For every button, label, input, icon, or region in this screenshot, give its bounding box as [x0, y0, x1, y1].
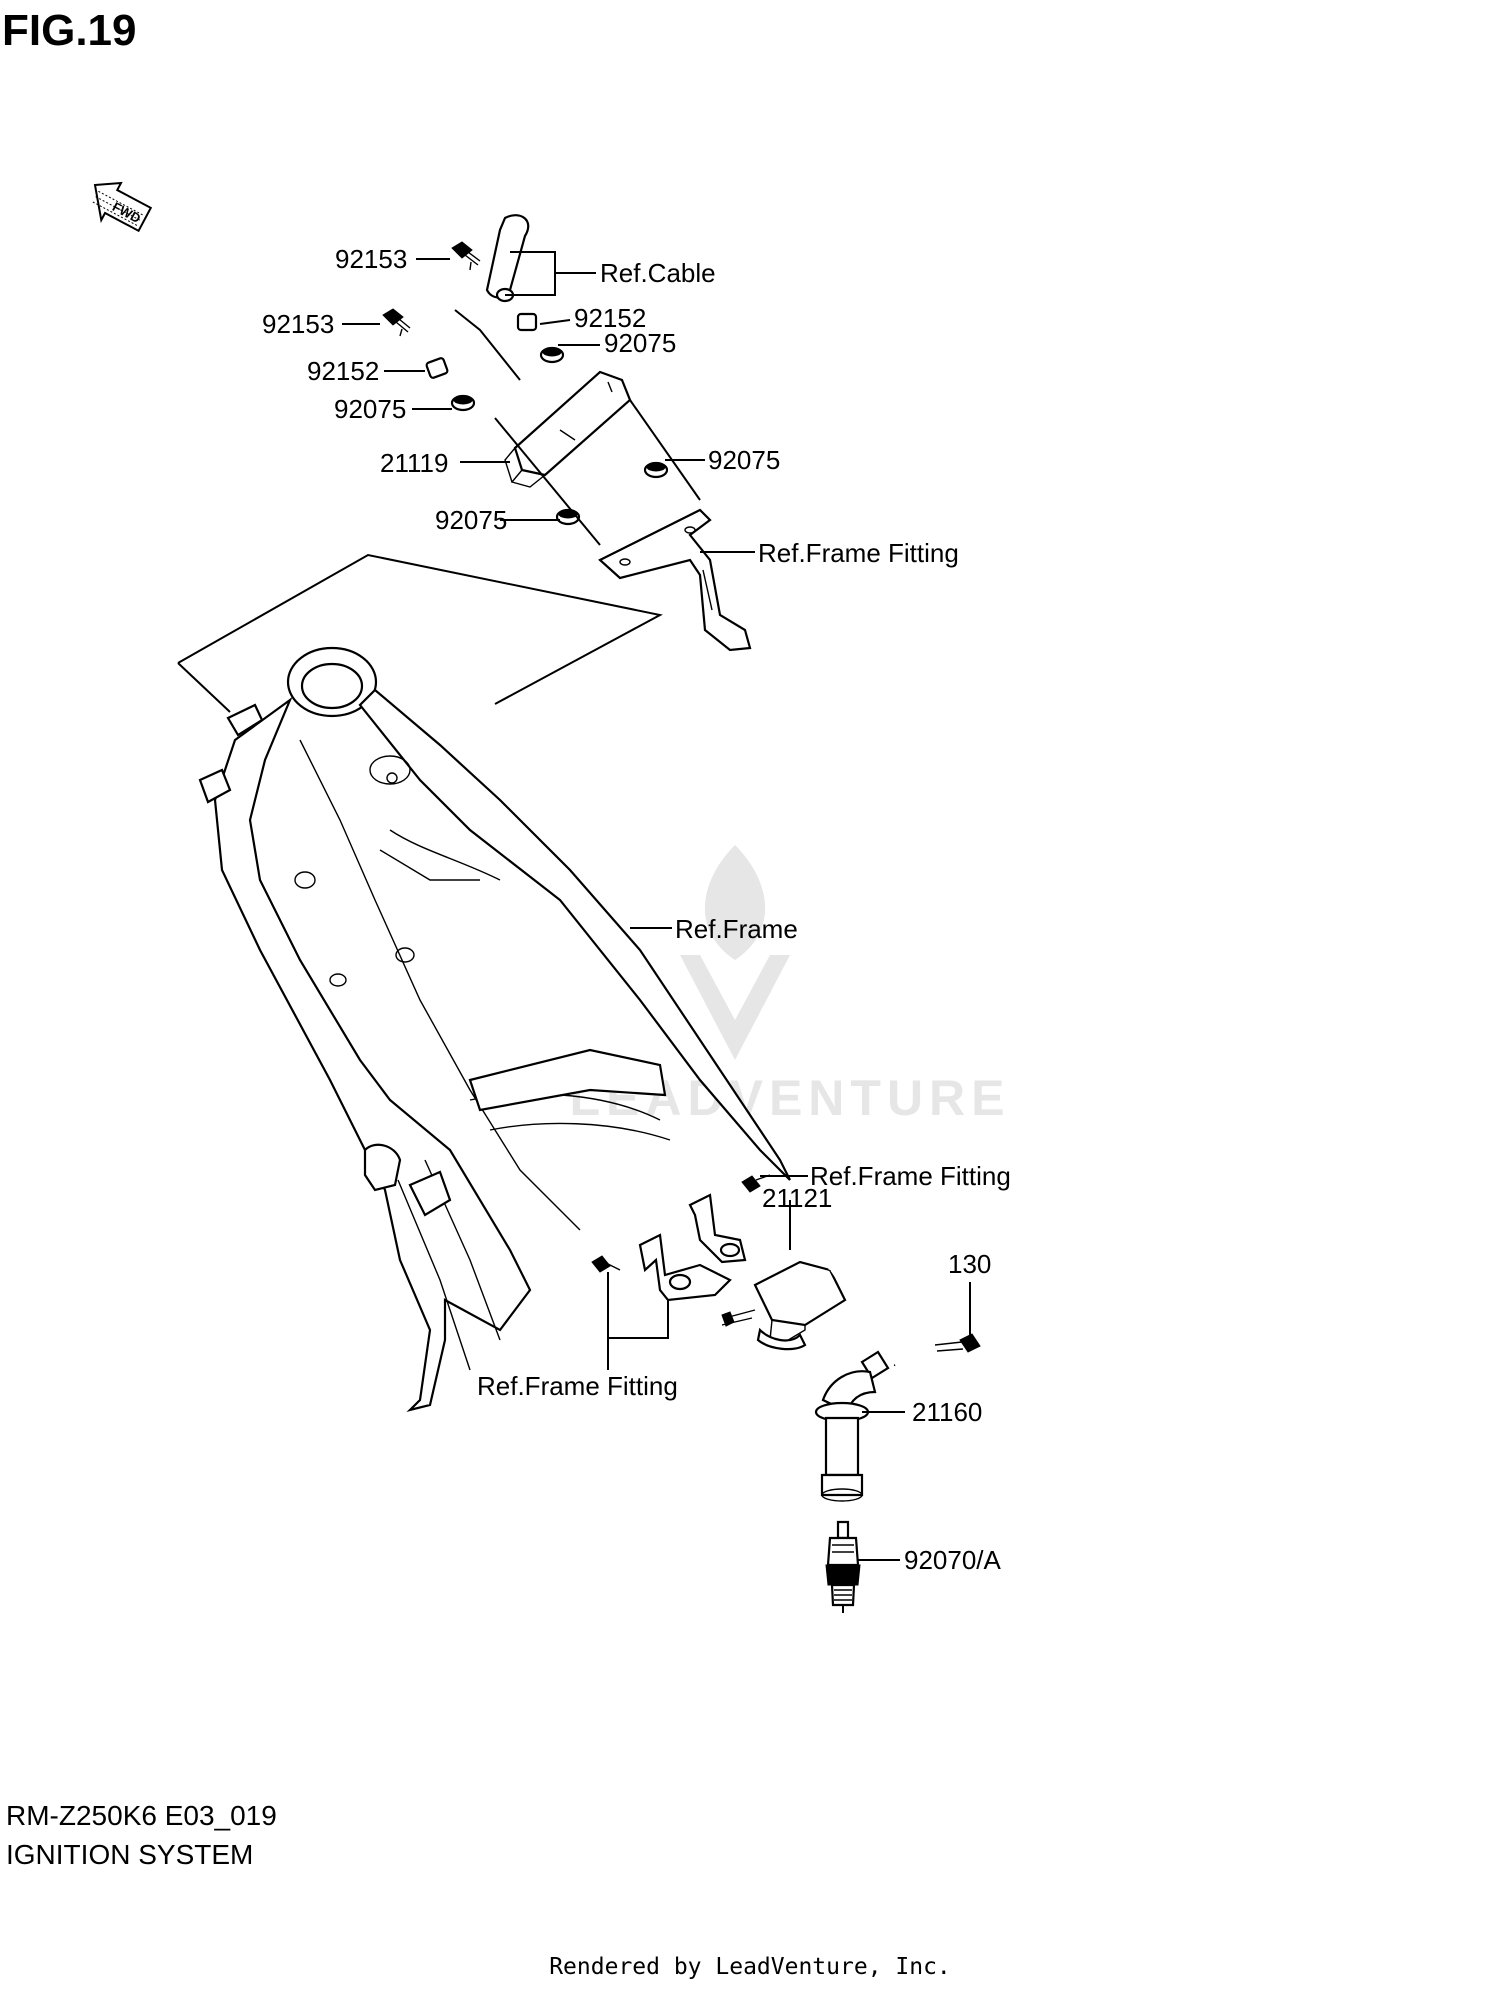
ignition-coil-21121	[721, 1260, 847, 1351]
motorcycle-frame	[198, 646, 791, 1413]
callout-92070a: 92070/A	[904, 1545, 1002, 1575]
callout-92153-mid: 92153	[262, 309, 334, 339]
model-code: RM-Z250K6 E03_019	[6, 1800, 277, 1831]
section-name: IGNITION SYSTEM	[6, 1839, 254, 1870]
callout-21160: 21160	[912, 1397, 982, 1427]
grommet-92075-a	[539, 346, 565, 364]
grommet-92075-c	[643, 461, 669, 479]
ref-frame-fitting-bracket-top	[598, 508, 752, 652]
render-credit: Rendered by LeadVenture, Inc.	[549, 1954, 951, 1980]
bolt-130	[934, 1333, 981, 1353]
callout-ref-frame-fitting-mid: Ref.Frame Fitting	[810, 1161, 1011, 1191]
leader-lines	[342, 251, 971, 1561]
collar-92152-right	[516, 312, 538, 332]
callout-130: 130	[948, 1249, 991, 1279]
callout-ref-frame-fitting-bottom: Ref.Frame Fitting	[477, 1371, 678, 1401]
callout-92153-top: 92153	[335, 244, 407, 274]
zoom-box-outline	[177, 553, 663, 713]
callout-ref-frame: Ref.Frame	[675, 914, 798, 944]
figure-title: FIG.19	[2, 6, 137, 55]
ref-cable-strap	[485, 214, 530, 303]
spark-plug-cap-21160	[814, 1350, 890, 1502]
callout-92075-a: 92075	[604, 328, 676, 358]
fwd-arrow-icon: FWD	[92, 181, 153, 233]
bolt-92153-mid	[382, 308, 411, 337]
callout-92152-left: 92152	[307, 356, 379, 386]
bolt-92153-top	[451, 241, 481, 271]
spark-plug-92070a	[825, 1520, 861, 1613]
callout-ref-cable: Ref.Cable	[600, 258, 716, 288]
cdi-unit-21119	[504, 370, 632, 488]
callout-21119: 21119	[380, 448, 448, 478]
coil-mount-bracket	[688, 1193, 747, 1264]
collar-92152-left	[425, 357, 449, 379]
callout-21121: 21121	[762, 1183, 832, 1213]
callout-92075-b: 92075	[334, 394, 406, 424]
callout-92152-right: 92152	[574, 303, 646, 333]
coil-bracket-left	[638, 1233, 732, 1302]
callout-92075-d: 92075	[435, 505, 507, 535]
grommet-92075-b	[450, 394, 476, 412]
frame-fitting-bolt-left	[591, 1255, 621, 1273]
callout-ref-frame-fitting-top: Ref.Frame Fitting	[758, 538, 959, 568]
callout-92075-c: 92075	[708, 445, 780, 475]
